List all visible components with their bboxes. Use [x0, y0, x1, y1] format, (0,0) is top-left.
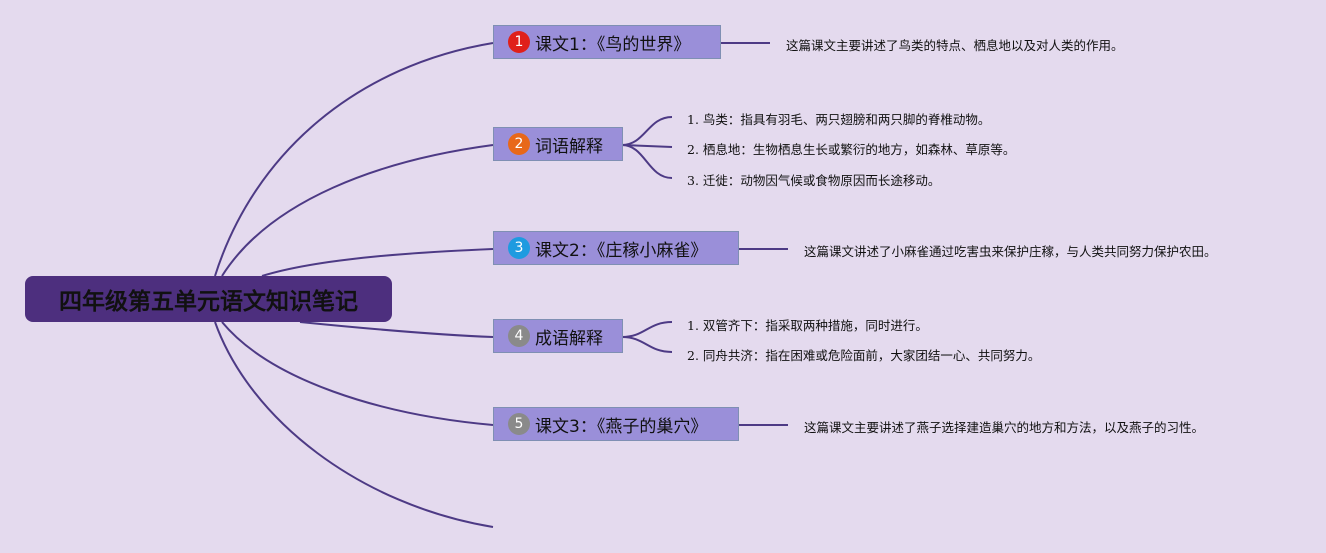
number-1-icon: 1	[508, 31, 530, 53]
topic-label: 课文3：《燕子的巢穴》	[535, 416, 708, 437]
root-title: 四年级第五单元语文知识笔记	[59, 289, 358, 315]
number-3-icon: 3	[508, 237, 530, 259]
topic-label: 成语解释	[535, 328, 603, 349]
leaf-line-2b	[621, 144, 673, 148]
branch-line-5	[221, 321, 494, 426]
leaf-line-4b	[621, 336, 673, 353]
topic-label: 课文1：《鸟的世界》	[535, 34, 691, 55]
leaf-line-2c	[621, 144, 673, 179]
topic-lesson-3[interactable]: 5 课文3：《燕子的巢穴》	[493, 407, 739, 441]
leaf-vocab-2[interactable]: 2. 栖息地：生物栖息生长或繁衍的地方，如森林、草原等。	[687, 142, 1016, 157]
branch-line-6	[214, 321, 494, 528]
root-topic[interactable]: 四年级第五单元语文知识笔记	[25, 276, 392, 322]
number-2-icon: 2	[508, 133, 530, 155]
topic-vocabulary[interactable]: 2 词语解释	[493, 127, 623, 161]
number-5-icon: 5	[508, 413, 530, 435]
leaf-vocab-1[interactable]: 1. 鸟类：指具有羽毛、两只翅膀和两只脚的脊椎动物。	[687, 112, 991, 127]
topic-idioms[interactable]: 4 成语解释	[493, 319, 623, 353]
branch-line-3	[261, 248, 494, 277]
branch-line-1	[214, 42, 494, 277]
leaf-idiom-1[interactable]: 1. 双管齐下：指采取两种措施，同时进行。	[687, 318, 928, 333]
leaf-line-4a	[621, 321, 673, 338]
leaf-summary-1[interactable]: 这篇课文主要讲述了鸟类的特点、栖息地以及对人类的作用。	[786, 38, 1124, 53]
leaf-summary-2[interactable]: 这篇课文讲述了小麻雀通过吃害虫来保护庄稼，与人类共同努力保护农田。	[804, 244, 1217, 259]
leaf-line-2a	[621, 116, 673, 146]
topic-lesson-1[interactable]: 1 课文1：《鸟的世界》	[493, 25, 721, 59]
branch-line-2	[221, 144, 494, 277]
topic-label: 课文2：《庄稼小麻雀》	[535, 240, 708, 261]
leaf-vocab-3[interactable]: 3. 迁徙：动物因气候或食物原因而长途移动。	[687, 173, 941, 188]
topic-label: 词语解释	[535, 136, 603, 157]
leaf-idiom-2[interactable]: 2. 同舟共济：指在困难或危险面前，大家团结一心、共同努力。	[687, 348, 1041, 363]
branch-line-4	[299, 321, 494, 338]
number-4-icon: 4	[508, 325, 530, 347]
topic-lesson-2[interactable]: 3 课文2：《庄稼小麻雀》	[493, 231, 739, 265]
leaf-summary-3[interactable]: 这篇课文主要讲述了燕子选择建造巢穴的地方和方法，以及燕子的习性。	[804, 420, 1205, 435]
